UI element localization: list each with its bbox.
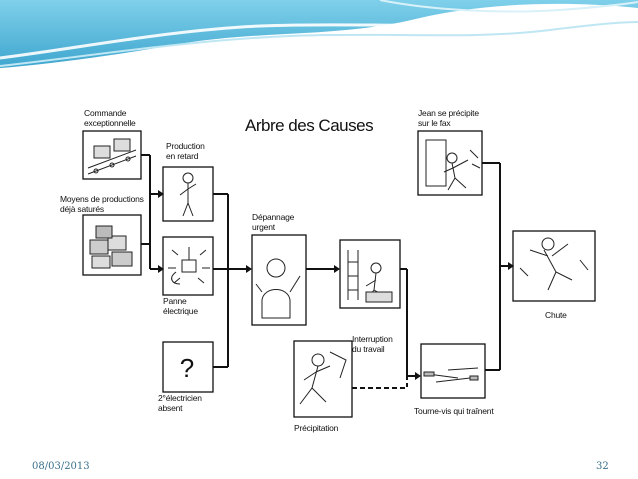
slide-page-number: 32 [596, 461, 609, 472]
box-panne [163, 237, 213, 295]
diagram-title: Arbre des Causes [245, 116, 373, 136]
slide-date: 08/03/2013 [32, 461, 90, 472]
label-electricien: 2°électricien absent [158, 394, 202, 413]
label-interruption: Interruption du travail [352, 335, 393, 354]
unknown-cause-symbol: ? [180, 353, 194, 383]
box-precipitation [294, 341, 352, 417]
label-tournevis: Tourne-vis qui traînent [414, 407, 494, 417]
box-commande [83, 131, 141, 179]
label-panne: Panne électrique [163, 297, 198, 316]
label-commande: Commande exceptionnelle [84, 109, 136, 128]
label-moyens: Moyens de productions déjà saturés [60, 195, 144, 214]
label-production: Production en retard [166, 142, 205, 161]
label-jean: Jean se précipite sur le fax [418, 109, 479, 128]
label-chute: Chute [545, 311, 567, 321]
label-precipitation: Précipitation [294, 424, 338, 434]
box-tournevis [421, 344, 485, 398]
label-depannage: Dépannage urgent [252, 213, 294, 232]
